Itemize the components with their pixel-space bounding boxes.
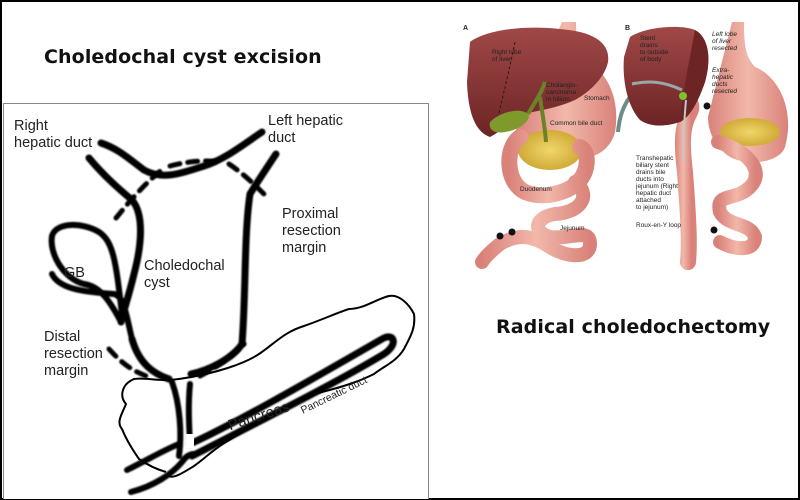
label-right-hepatic-duct: Right hepatic duct [14,118,93,151]
hilar-anastomosis [679,92,687,100]
duct-junction-gap [186,434,194,448]
step-marker-a1 [496,232,504,240]
pancreas-a [518,130,582,170]
radical-choledochectomy-illustration: A B Right lobe of liver Cholangio- carci… [450,22,795,272]
duodenum-a [501,129,595,204]
pancreatic-duct-upper [186,333,397,460]
liver-a-division [497,41,516,118]
gallbladder-a [489,110,529,133]
transhepatic-stent [682,99,687,163]
cyst-bottom-right [187,340,246,378]
proximal-resection-line-left [113,165,167,221]
step-markers [496,102,718,240]
duodenum-line-2 [128,451,197,495]
distal-resection-line-left [106,346,152,380]
label-distal-resection-margin: Distal resection margin [44,329,103,379]
common-bile-duct-left [169,379,184,459]
duodenum-line-1 [124,441,182,473]
jejunum-b [711,135,763,256]
jejunum-a [475,175,598,269]
label-extrahepatic-ducts-resected: Extra- hepatic ducts resected [712,67,737,95]
pancreas-b [720,118,780,146]
step-marker-b1 [703,102,711,110]
label-right-lobe-of-liver: Right lobe of liver [492,49,522,63]
title-choledochal-cyst-excision: Choledochal cyst excision [44,46,322,68]
choledochal-cyst-diagram: Right hepatic duct Left hepatic duct Pro… [3,103,429,499]
right-hepatic-duct-lower [85,154,136,204]
label-left-hepatic-duct: Left hepatic duct [268,113,343,146]
liver-a [467,27,609,137]
title-radical-choledochectomy: Radical choledochectomy [496,316,771,338]
cyst-bottom-left [128,335,173,383]
label-roux-en-y-loop: Roux-en-Y loop [636,222,682,229]
label-duodenum: Duodenum [520,186,552,193]
pancreas-outline [118,294,416,478]
bile-duct-a [526,81,548,143]
left-hepatic-duct [246,150,280,198]
distal-resection-line-right [197,341,247,379]
label-transhepatic-stent: Transhepatic biliary stent drains bile d… [636,155,678,211]
panel-a-marker: A [463,25,469,32]
label-common-bile-duct: Common bile duct [550,120,603,127]
label-left-lobe-resected: Left lobe of liver resected [712,31,737,52]
panel-b-marker: B [625,25,631,32]
proximal-resection-line-right [226,161,272,202]
label-cholangiocarcinoma: Cholangio- carcinoma in hilium [546,82,578,103]
label-stomach: Stomach [584,95,610,102]
label-proximal-resection-margin: Proximal resection margin [282,206,341,256]
proximal-resection-line-top [167,158,225,169]
cyst-diagram-drawing [48,128,416,495]
right-hepatic-duct-upper [97,128,266,179]
label-jejunum: Jejunum [560,225,585,232]
stent-in-liver [631,80,683,92]
gallbladder-outline [48,222,125,325]
label-gallbladder: GB [64,265,85,281]
gallbladder-lower [49,271,135,342]
label-choledochal-cyst: Choledochal cyst [144,258,225,291]
panel-b [623,22,789,270]
label-stent-drains: Stent drains to outside of body [640,35,669,63]
surgery-illustration-drawing [467,22,789,270]
cyst-right-wall [238,190,254,348]
liver-b-cut-surface [680,30,709,122]
step-marker-a2 [508,228,516,236]
step-marker-b2 [710,226,718,234]
